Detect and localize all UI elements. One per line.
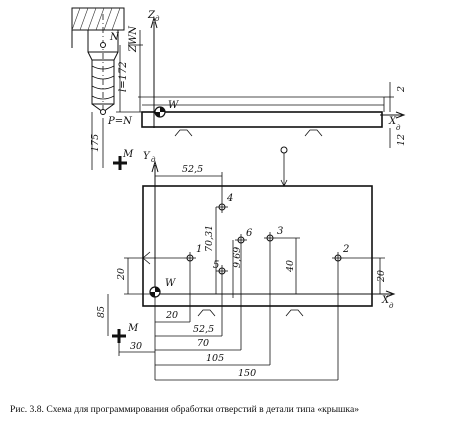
part-plan-body (142, 185, 373, 307)
y-axis-label: Y (143, 151, 151, 162)
hole-4: 4 (216, 193, 233, 213)
figure-caption: Рис. 3.8. Схема для программирования обр… (10, 404, 359, 415)
support-left (174, 129, 193, 137)
locating-pin (280, 146, 288, 154)
hole-2-label: 2 (342, 244, 349, 255)
support-bottom-right (285, 309, 304, 317)
tool-length-label: l=172 (118, 61, 129, 92)
point-n-label: N (109, 32, 120, 43)
hole-3-label: 3 (277, 226, 283, 237)
dim-70-31-group: 70,31 (204, 207, 217, 294)
dim-30: 30 (130, 341, 142, 352)
dim-70: 70 (197, 338, 209, 349)
hole-5: 5 (213, 260, 228, 277)
dim-12: 12 (396, 134, 407, 146)
dim-85-group: 85 (96, 294, 109, 336)
dim-9-69: 9,69 (232, 247, 243, 268)
dim-105: 105 (206, 353, 224, 364)
dim-85: 85 (96, 306, 107, 318)
point-m-top-label: M (122, 149, 134, 160)
point-p-label: P=N (107, 116, 133, 127)
support-right (304, 129, 323, 137)
hole-2: 2 (332, 244, 349, 264)
dim-20-right-group: 20 (344, 257, 387, 294)
point-m-bottom-label: M (127, 323, 139, 334)
x-axis-bottom-label: X (381, 295, 390, 306)
dim-40-group: 40 (276, 237, 300, 294)
z-axis-sub: д (155, 15, 160, 23)
hole-6-label: 6 (246, 228, 253, 239)
point-n-marker (100, 42, 106, 48)
dim-20-bottom: 20 (165, 310, 178, 321)
point-w-top-label: W (168, 100, 179, 111)
bottom-dimensions: 20 52,5 70 30 105 150 (118, 244, 339, 381)
hole-4-label: 4 (226, 193, 233, 204)
point-m-top: M (113, 149, 134, 170)
housing-hatch (71, 7, 121, 31)
top-vertical-dimensions: ZWN l=172 (116, 25, 143, 113)
dim-52-5-top-group: 52,5 (155, 164, 223, 201)
y-axis-sub: д (151, 156, 156, 164)
x-axis-bottom-sub: д (389, 302, 394, 310)
point-w-bottom-label: W (165, 278, 176, 289)
support-bottom-left (197, 309, 216, 317)
x-axis-top: X д (380, 111, 406, 132)
dim-175: 175 (90, 134, 101, 152)
dim-20-left: 20 (116, 268, 127, 281)
part-side-body (141, 111, 383, 128)
dim-150: 150 (238, 368, 256, 379)
spindle-assembly: N P=N (71, 7, 133, 127)
hole-3: 3 (264, 226, 283, 244)
plan-view: Y д X д W 1 2 (96, 146, 396, 381)
dim-52-5-bottom: 52,5 (193, 324, 214, 335)
z-axis: Z д (147, 10, 160, 128)
hole-6: 6 (235, 228, 253, 246)
point-m-bottom: M (112, 323, 139, 343)
dim-52-5-top: 52,5 (182, 164, 203, 175)
hole-1-label: 1 (196, 244, 202, 255)
dim-175-group: 175 (90, 112, 104, 170)
hole-1: 1 (184, 244, 202, 264)
dim-20-right: 20 (376, 270, 387, 283)
dim-20-left-group: 20 (116, 257, 184, 295)
dim-2: 2 (396, 86, 407, 93)
point-p-marker (100, 109, 106, 115)
left-clamp (142, 251, 151, 265)
part-side-view: W (138, 96, 385, 137)
z-axis-label: Z (147, 10, 156, 21)
x-axis-top-sub: д (396, 124, 401, 132)
right-dims-top: 2 12 (384, 82, 407, 148)
dim-9-69-group: 9,69 (232, 240, 243, 298)
dim-70-31: 70,31 (204, 225, 215, 252)
dim-40: 40 (285, 260, 296, 273)
zwn-label: ZWN (128, 25, 139, 53)
x-axis-top-label: X (388, 116, 397, 127)
drill-tool (91, 59, 115, 105)
